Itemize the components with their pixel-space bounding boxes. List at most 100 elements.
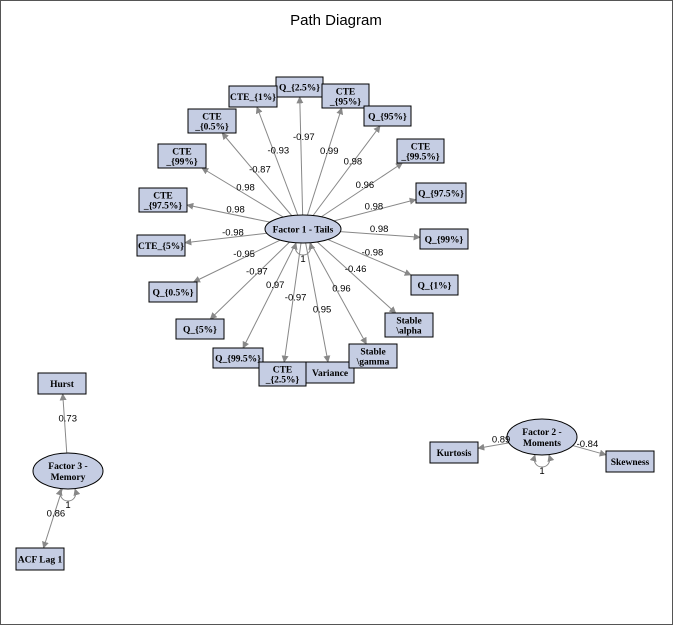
indicator-label-cte25: CTE: [273, 366, 293, 376]
indicator-label-skewness: Skewness: [611, 458, 650, 468]
indicator-label-q995: Q_{99.5%}: [215, 355, 261, 365]
indicator-box-cte5: [136, 234, 186, 257]
indicator-box-cte25: [258, 361, 307, 387]
loading-label-q5: -0.97: [246, 267, 268, 278]
loading-label-cte05: -0.87: [249, 164, 271, 175]
loading-label-cte95: 0.99: [320, 146, 339, 157]
indicator-box-kurtosis: [429, 441, 479, 464]
loading-label-q95: 0.98: [344, 156, 363, 167]
loading-label-cte5: -0.98: [222, 227, 244, 238]
edge-f1-q95: [312, 125, 381, 216]
indicator-box-hurst: [37, 372, 87, 395]
indicator-box-q1: [410, 274, 459, 296]
indicator-box-cte1: [228, 85, 278, 108]
indicator-box-q975: [415, 182, 467, 204]
indicator-label-cte99: CTE: [172, 148, 192, 158]
indicator-label-q5: Q_{5%}: [183, 326, 217, 336]
indicator-label-kurtosis: Kurtosis: [437, 449, 472, 459]
edge-f1-cte95: [306, 107, 344, 216]
indicator-box-cte975: [138, 187, 188, 213]
indicator-label-cte25: _{2.5%}: [265, 376, 300, 386]
edge-f1-cte99: [201, 167, 284, 218]
factor-label-f3: Factor 3 -: [48, 462, 87, 472]
edge-f1-gamma: [310, 242, 367, 345]
indicator-box-cte95: [321, 83, 370, 109]
edge-f1-q1: [327, 239, 412, 276]
indicator-label-cte975: CTE: [153, 192, 173, 202]
edge-f3-acf: [42, 488, 63, 549]
indicator-label-cte995: _{99.5%}: [400, 153, 440, 163]
loading-label-kurtosis: 0.89: [492, 435, 511, 446]
loading-label-q1: -0.98: [362, 247, 384, 258]
loading-label-q99: 0.98: [370, 224, 389, 235]
indicator-box-variance: [305, 361, 355, 384]
indicator-label-q05: Q_{0.5%}: [152, 289, 193, 299]
indicator-label-q99: Q_{99%}: [425, 236, 464, 246]
loading-label-cte1: -0.93: [267, 146, 289, 157]
self-loop-f1: [290, 242, 316, 256]
edge-f1-cte1: [255, 106, 299, 216]
indicator-box-q95: [363, 105, 412, 127]
indicator-box-q995: [212, 347, 264, 369]
self-loop-label-f3: 1: [65, 500, 70, 511]
edge-f1-q995: [242, 242, 297, 349]
indicator-label-cte975: _{97.5%}: [143, 202, 183, 212]
indicator-label-q25: Q_{2.5%}: [279, 84, 320, 94]
edge-f1-variance: [305, 242, 331, 363]
indicator-box-alpha: [384, 312, 434, 338]
edge-f3-hurst: [59, 393, 68, 454]
factor-label-f3: Memory: [51, 473, 86, 483]
indicator-box-q5: [175, 318, 225, 340]
loading-label-hurst: 0.73: [58, 414, 77, 425]
indicator-label-q975: Q_{97.5%}: [418, 190, 464, 200]
indicator-label-gamma: \gamma: [356, 358, 390, 368]
indicator-box-cte995: [396, 138, 445, 164]
loading-label-q975: 0.98: [365, 201, 384, 212]
indicator-label-cte95: _{95%}: [329, 98, 361, 108]
loading-label-q25: -0.97: [293, 132, 315, 143]
indicator-label-cte05: _{0.5%}: [194, 123, 229, 133]
loading-label-alpha: -0.46: [345, 264, 367, 275]
loading-label-variance: 0.95: [313, 304, 332, 315]
edge-f1-cte995: [321, 162, 404, 218]
loading-label-skewness: -0.84: [577, 439, 599, 450]
indicator-label-cte95: CTE: [336, 88, 356, 98]
indicator-label-variance: Variance: [312, 369, 348, 379]
loading-label-q995: 0.97: [266, 280, 285, 291]
edge-f1-alpha: [316, 241, 397, 314]
loading-label-cte995: 0.96: [356, 180, 375, 191]
edge-f2-skewness: [572, 445, 607, 457]
self-loop-label-f2: 1: [539, 466, 544, 477]
indicator-box-acf: [15, 547, 65, 571]
self-loop-f3: [55, 488, 81, 502]
factor-label-f2: Moments: [523, 439, 561, 449]
loading-label-acf: 0.86: [47, 508, 66, 519]
factor-label-f1: Factor 1 - Tails: [273, 226, 334, 236]
indicator-box-cte99: [157, 143, 207, 169]
indicator-box-q99: [419, 228, 469, 250]
indicator-label-cte05: CTE: [202, 113, 222, 123]
indicator-label-gamma: Stable: [360, 348, 385, 358]
indicator-box-skewness: [605, 450, 655, 473]
indicator-label-hurst: Hurst: [50, 380, 75, 390]
indicator-label-cte99: _{99%}: [165, 158, 197, 168]
loading-label-gamma: 0.96: [332, 283, 351, 294]
edge-f1-q25: [296, 96, 304, 216]
factor-oval-f1: [264, 214, 342, 244]
edge-f1-cte25: [281, 242, 302, 363]
factor-label-f2: Factor 2 -: [522, 428, 561, 438]
indicator-label-cte1: CTE_{1%}: [230, 93, 276, 103]
indicator-box-gamma: [348, 343, 398, 369]
indicator-label-alpha: \alpha: [395, 327, 422, 337]
indicator-label-q1: Q_{1%}: [418, 282, 452, 292]
edges-layer: [42, 96, 607, 549]
loading-label-q05: -0.95: [233, 249, 255, 260]
factor-oval-f2: [506, 418, 578, 456]
edge-f1-q05: [193, 239, 281, 283]
indicator-label-cte5: CTE_{5%}: [138, 242, 184, 252]
edge-f1-cte5: [184, 232, 267, 246]
